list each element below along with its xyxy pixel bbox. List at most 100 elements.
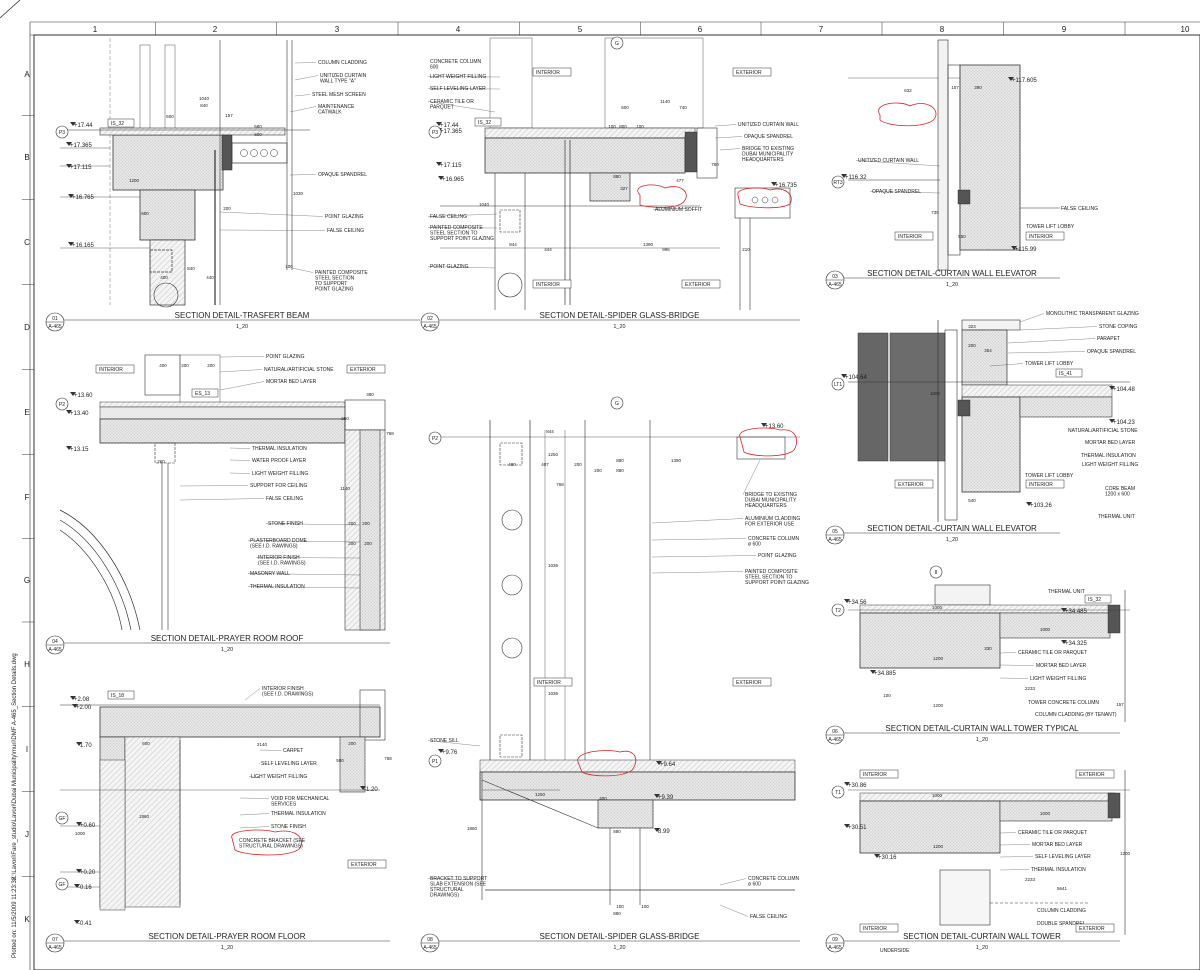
leader-line [265, 523, 361, 526]
d06-grid-tag-bubble [831, 603, 845, 617]
level-marker [1109, 419, 1115, 423]
grid-column-5: 5 [578, 25, 583, 34]
d02-zone-box [532, 279, 572, 289]
detail-number: 09 [832, 937, 838, 943]
detail-sheet-ref: A-465 [423, 324, 437, 330]
grid-row-K: K [24, 915, 30, 924]
level-marker [76, 742, 82, 746]
d02-grid-g-bubble [610, 36, 624, 50]
d08-dim: 880 [616, 468, 624, 473]
d09-elevation: +30.16 [878, 855, 897, 861]
d02-zone-box [681, 279, 721, 289]
level-marker [761, 423, 767, 427]
level-marker [654, 794, 660, 798]
level-marker [68, 194, 74, 198]
d02-tag: IS_32 [478, 120, 491, 126]
d04-dim: 1140 [340, 486, 350, 491]
d02-dim: 740 [679, 105, 687, 110]
d01-tag-box [107, 118, 135, 128]
detail-number: 05 [832, 529, 838, 535]
d06-tag: IS_32 [1088, 597, 1101, 603]
grid-column-8: 8 [940, 25, 945, 34]
d01-dim: 840 [200, 103, 208, 108]
d04-zone-box [346, 364, 386, 374]
plot-date-label: Plotted on: 11/5/2009 11:23:32 [12, 876, 18, 958]
d04-label: SUPPORT FOR CEILING [250, 483, 307, 489]
d01-elevation: +16.165 [72, 243, 95, 249]
d04-label: MORTAR BED LAYER [266, 379, 317, 385]
d06-label: TOWER CONCRETE COLUMN [1028, 700, 1099, 706]
d07-elevation: +2.08 [74, 697, 90, 703]
d08-dim: 880 [613, 911, 621, 916]
d01-dim: 400 [160, 275, 168, 280]
d08-dim: 1860 [467, 826, 478, 831]
d03-dim: 390 [974, 85, 982, 90]
d07-zone: EXTERIOR [351, 862, 377, 868]
d01-grid-tag: P3 [59, 130, 65, 136]
d09-label: DOUBLE SPANDREL [1037, 921, 1086, 927]
d08-dim: 880 [613, 829, 621, 834]
d02-dim: 210 [742, 247, 750, 252]
d08-dim: 100 [641, 904, 649, 909]
level-marker [72, 704, 78, 708]
leader-line [294, 94, 311, 97]
d01-elevation: +17.44 [74, 123, 93, 129]
leader-line [259, 749, 282, 751]
leader-line [999, 844, 1031, 846]
grid-row-E: E [24, 408, 29, 417]
d09-dim: 5641 [1057, 886, 1068, 891]
d06-dim: 1000 [932, 605, 943, 610]
d01-dim: 600 [141, 211, 149, 216]
d02-zone: INTERIOR [536, 282, 560, 288]
d07-dim: 200 [348, 741, 356, 746]
d01-dim: 1040 [199, 96, 210, 101]
leader-line [244, 688, 261, 701]
d01-label: POINT GLAZING [325, 214, 364, 220]
detail-scale: 1_20 [976, 737, 988, 743]
d05-dim: 323 [968, 324, 976, 329]
d08-label: POINT GLAZING [758, 553, 797, 559]
leader-line [427, 227, 498, 229]
d04-dim: 380 [366, 392, 374, 397]
d08-dim: 1250 [535, 792, 546, 797]
leader-line [219, 211, 324, 217]
detail-02-spider-glass-bridge [440, 37, 792, 310]
d07-label: SELF LEVELING LAYER [261, 761, 317, 767]
level-marker [844, 599, 850, 603]
d06-label: COLUMN CLADDING (BY TENANT) [1035, 712, 1117, 718]
leader-line [651, 518, 744, 524]
d04-elevation: +13.60 [74, 393, 93, 399]
level-marker [1026, 502, 1032, 506]
d02-dim: 780 [711, 162, 719, 167]
level-marker [1061, 608, 1067, 612]
detail-sheet-ref: A-465 [828, 537, 842, 543]
grid-row-F: F [25, 493, 30, 502]
leader-line [427, 878, 483, 881]
level-marker [841, 374, 847, 378]
d08-grid-g-bubble [610, 396, 624, 410]
leader-line [719, 148, 741, 151]
d04-elevation: +13.40 [70, 411, 89, 417]
leader-line [291, 267, 314, 273]
d06-label: CERAMIC TILE OR PARQUET [1018, 650, 1087, 656]
d03-dim: 157 [951, 85, 959, 90]
d09-zone: EXTERIOR [1079, 772, 1105, 778]
detail-number: 01 [52, 316, 58, 322]
detail-scale: 1_20 [976, 945, 988, 951]
d01-dim: 440 [206, 275, 214, 280]
d02-dim: 1040 [479, 202, 490, 207]
leader-line [248, 776, 261, 779]
d07-elevation: -0.41 [78, 921, 92, 927]
d01-dim: 580 [254, 124, 262, 129]
leader-line [652, 207, 691, 210]
detail-title: SECTION DETAIL-CURTAIN WALL TOWER TYPICA… [885, 724, 1079, 733]
detail-title: SECTION DETAIL-SPIDER GLASS-BRIDGE [540, 311, 700, 320]
d04-dim: 400 [159, 363, 167, 368]
d08-label: FALSE CEILING [750, 914, 787, 920]
